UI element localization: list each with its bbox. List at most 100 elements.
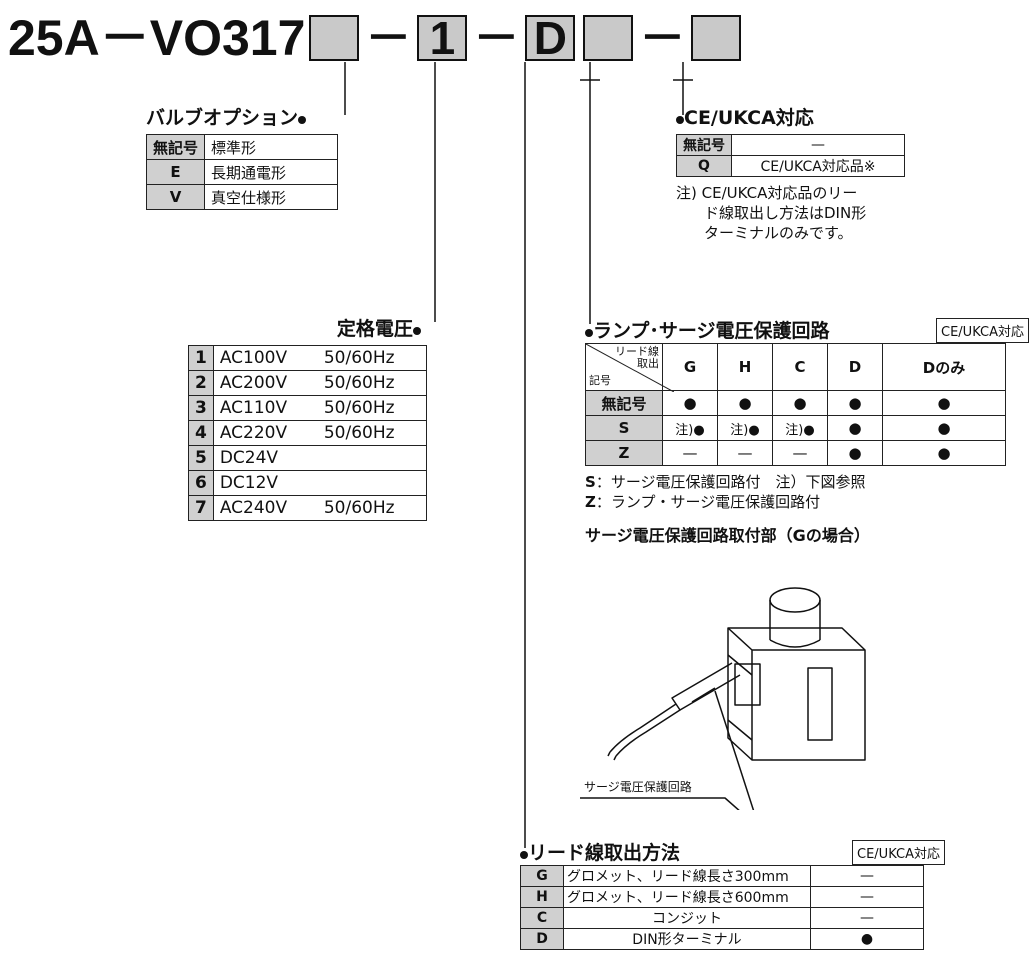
- cell-mark: ●: [827, 440, 883, 466]
- cell-desc: AC100V 50/60Hz: [212, 345, 427, 371]
- note-text: ：サージ電圧保護回路付 注）下図参照: [595, 473, 866, 491]
- voltage-value: AC110V: [219, 398, 288, 418]
- cell-mark: ●: [662, 390, 718, 416]
- cell-desc: 真空仕様形: [204, 184, 339, 210]
- figure-label: サージ電圧保護回路: [584, 780, 692, 794]
- valve-option-heading: バルブオプション: [146, 103, 338, 130]
- bullet-icon: [676, 116, 684, 124]
- cell-mark: —: [772, 440, 828, 466]
- lamp-note: S：サージ電圧保護回路付 注）下図参照 Z：ランプ・サージ電圧保護回路付: [585, 472, 1029, 512]
- lead-heading-text: リード線取出方法: [528, 842, 681, 864]
- voltage-value: AC220V: [219, 423, 288, 443]
- table-row: Z — — — ● ●: [585, 440, 1006, 466]
- cell-desc: AC220V 50/60Hz: [212, 420, 427, 446]
- cell-code: 1: [188, 345, 214, 371]
- cell-code: V: [145, 184, 206, 210]
- cell-mark: 注)●: [662, 415, 718, 441]
- voltage-value: AC240V: [219, 498, 288, 518]
- solenoid-coil-figure: [580, 587, 866, 810]
- cell-mark: ●: [882, 440, 1006, 466]
- table-row: S 注)● 注)● 注)● ● ●: [585, 415, 1006, 441]
- lamp-heading: ランプ･サージ電圧保護回路: [585, 316, 830, 343]
- cell-code: G: [520, 865, 564, 887]
- cell-code: C: [520, 907, 564, 929]
- freq-value: 50/60Hz: [323, 423, 395, 443]
- corner-top-line: リード線: [615, 345, 659, 358]
- col-header: D: [827, 343, 883, 391]
- cell-mark: —: [662, 440, 718, 466]
- lamp-table: リード線 取出 記号 G H C D Dのみ 無記号 ● ● ● ● ● S 注…: [585, 343, 1006, 466]
- cell-code: 無記号: [676, 134, 732, 156]
- cell-desc: —: [731, 134, 905, 156]
- valve-option-heading-text: バルブオプション: [146, 107, 299, 129]
- note-code: S: [585, 473, 596, 491]
- title-sep-2: －: [473, 12, 520, 64]
- corner-top: リード線 取出: [615, 346, 659, 370]
- table-header-row: リード線 取出 記号 G H C D Dのみ: [585, 343, 1006, 392]
- cell-desc: DC12V: [212, 470, 427, 496]
- cell-code: Q: [676, 155, 732, 177]
- col-header: Dのみ: [882, 343, 1006, 391]
- freq-value: 50/60Hz: [323, 373, 395, 393]
- corner-bottom: 記号: [589, 374, 611, 387]
- bullet-icon: [298, 116, 307, 124]
- note-text: ：ランプ・サージ電圧保護回路付: [595, 493, 821, 511]
- table-row: 無記号 ● ● ● ● ●: [585, 390, 1006, 416]
- cell-mark: ●: [827, 415, 883, 441]
- cell-ce: —: [810, 886, 924, 908]
- cell-code: S: [585, 415, 663, 441]
- ce-heading: CE/UKCA対応: [676, 103, 905, 130]
- ce-note-line: ターミナルのみです。: [704, 224, 853, 242]
- cell-mark: ●: [882, 390, 1006, 416]
- cell-ce: ●: [810, 928, 924, 950]
- lamp-header: ランプ･サージ電圧保護回路 CE/UKCA対応: [585, 316, 1029, 343]
- table-row: 無記号—: [676, 134, 905, 156]
- voltage-heading-text: 定格電圧: [336, 318, 413, 340]
- cell-code: E: [145, 159, 206, 185]
- cell-mark: 注)●: [717, 415, 773, 441]
- box-voltage: 1: [417, 15, 468, 61]
- cell-mark: ●: [772, 390, 828, 416]
- voltage-value: DC24V: [219, 448, 279, 468]
- model-code: 25A－VO317 － 1 － D －: [8, 10, 745, 66]
- lead-header: リード線取出方法 CE/UKCA対応: [520, 838, 945, 865]
- bullet-icon: [585, 329, 593, 337]
- cell-desc: DC24V: [212, 445, 427, 471]
- cell-code: Z: [585, 440, 663, 466]
- box-valve-option: [309, 15, 360, 61]
- freq-value: 50/60Hz: [323, 348, 395, 368]
- voltage-value: AC100V: [219, 348, 288, 368]
- corner-cell: リード線 取出 記号: [585, 343, 674, 392]
- ce-note-line: ド線取出し方法はDIN形: [704, 204, 867, 222]
- lamp-section: ランプ･サージ電圧保護回路 CE/UKCA対応 リード線 取出 記号 G H C…: [585, 316, 1029, 546]
- table-row: 無記号標準形: [145, 134, 339, 160]
- title-sep-3: －: [639, 12, 686, 64]
- lead-ce-label: CE/UKCA対応: [852, 840, 945, 865]
- col-header: H: [717, 343, 773, 391]
- cell-desc: コンジット: [563, 907, 811, 929]
- note-code: Z: [585, 493, 596, 511]
- cell-code: H: [520, 886, 564, 908]
- model-prefix: 25A－VO317: [8, 10, 306, 66]
- box-ce: [691, 15, 742, 61]
